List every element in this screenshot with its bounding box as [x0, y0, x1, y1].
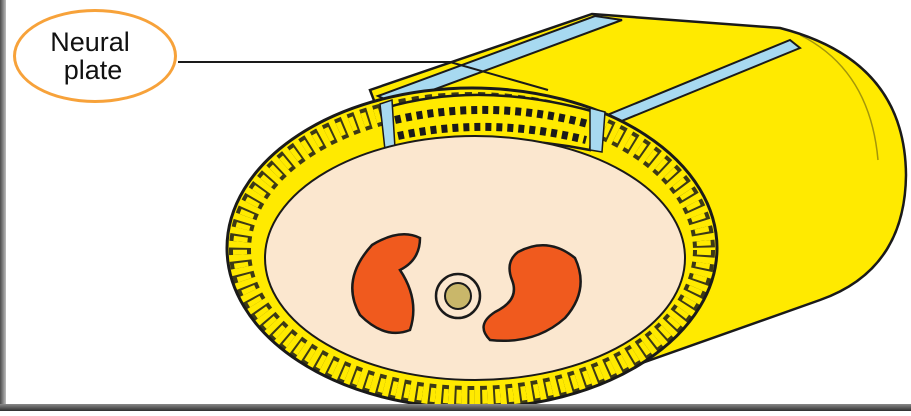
somite-right — [482, 244, 582, 342]
neural-plate-cell-rows — [394, 105, 590, 144]
notochord-inner — [444, 282, 472, 310]
ectoderm-cell-fill — [233, 96, 711, 404]
label-leader-line — [178, 61, 549, 91]
interior-region — [264, 135, 686, 381]
label-line-1: Neural — [50, 26, 130, 57]
frame-left-edge — [0, 0, 6, 411]
somite-left — [351, 233, 422, 335]
frame-bottom-edge — [0, 404, 911, 411]
tube-end-edge — [799, 34, 879, 161]
neural-plate-label: Neural plate — [13, 9, 177, 103]
label-line-2: plate — [63, 55, 123, 85]
neural-plate-blue-edge-right — [589, 107, 606, 153]
